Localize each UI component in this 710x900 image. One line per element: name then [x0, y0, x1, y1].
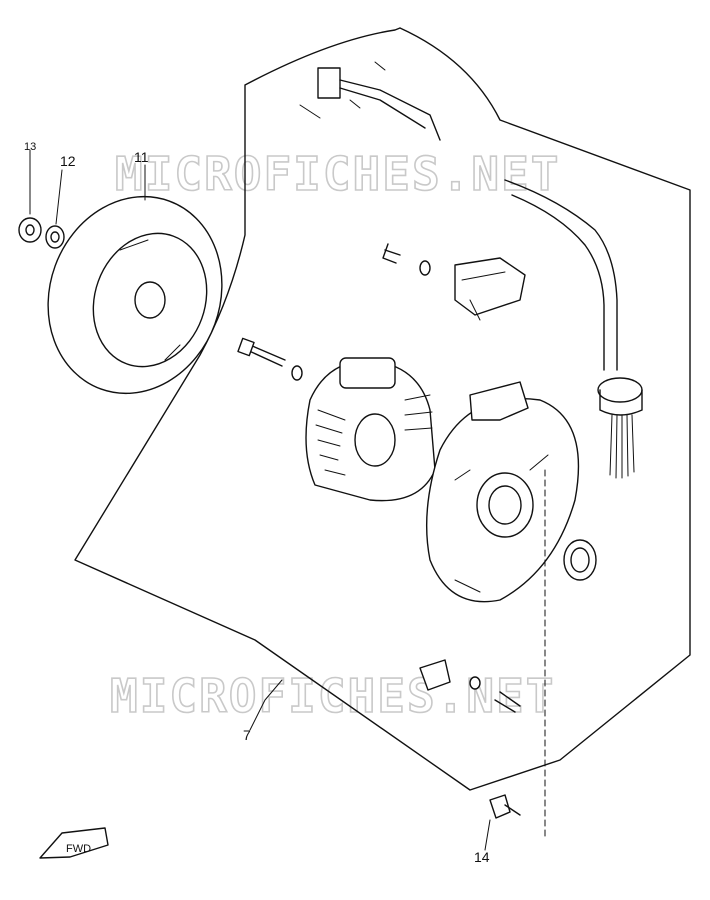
- nut-and-washer: [18, 149, 65, 249]
- stator-assembly: [305, 357, 436, 502]
- oil-seal: [563, 539, 597, 581]
- watermark-top: MICROFICHES.NET: [115, 147, 560, 201]
- stator-cable: [504, 179, 643, 479]
- callout-12: 12: [60, 153, 76, 169]
- fwd-arrow: FWD: [39, 827, 109, 859]
- crankcase-panel: [74, 27, 691, 791]
- stator-bolt: [237, 337, 303, 381]
- stator-base-plate: [425, 381, 580, 841]
- callout-7: 7: [243, 727, 251, 743]
- wire-clamp: [419, 659, 521, 713]
- screw-14: [484, 794, 521, 851]
- callout-14: 14: [474, 849, 490, 865]
- wire-connector: [299, 61, 441, 141]
- flywheel-rotor: [47, 195, 223, 395]
- leader-7: [249, 679, 283, 731]
- pickup-coil: [382, 243, 526, 321]
- callout-13: 13: [24, 141, 36, 153]
- watermark-bottom: MICROFICHES.NET: [110, 669, 555, 723]
- callout-11: 11: [134, 149, 149, 165]
- fwd-label: FWD: [66, 843, 91, 855]
